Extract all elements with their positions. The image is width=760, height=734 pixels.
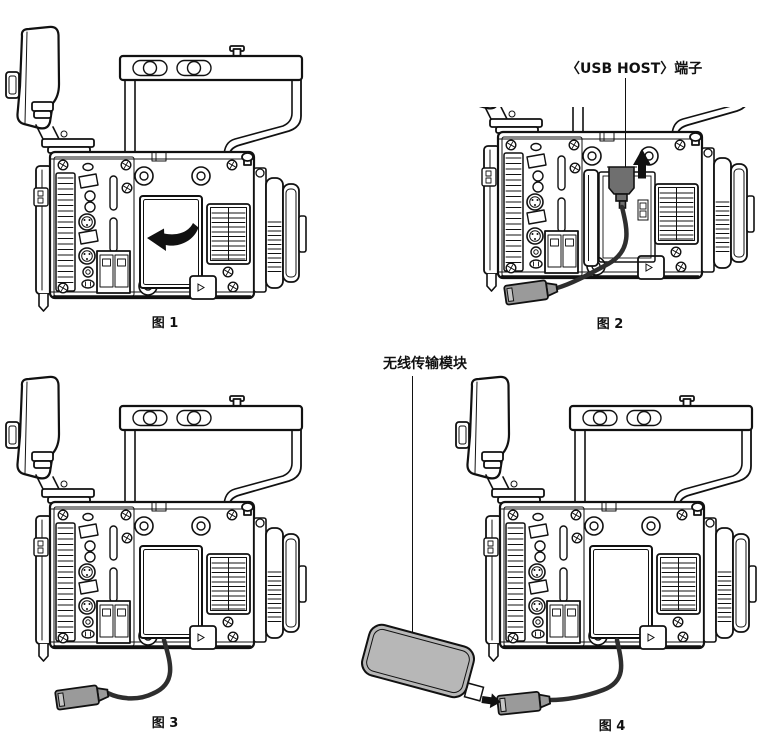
usb-cable — [554, 204, 629, 291]
usb-cable — [547, 637, 624, 703]
wireless-module-label: 无线传输模块 — [383, 356, 467, 372]
figure-4-caption: 图 4 — [598, 719, 626, 734]
figure-1-illustration — [6, 27, 306, 311]
figure-2-illustration — [438, 0, 760, 306]
terminal-cover-closed — [139, 545, 203, 639]
open-cover-arrow-icon — [147, 223, 199, 251]
cable-flap — [637, 255, 665, 280]
usb-cable — [105, 637, 173, 701]
usb-female-connector — [503, 277, 560, 306]
figure-4-illustration — [361, 376, 756, 716]
connect-direction-arrow-icon — [481, 693, 501, 709]
usb-female-connector — [496, 689, 552, 716]
wireless-module — [361, 623, 475, 699]
terminal-cover-closed — [589, 545, 653, 639]
usb-host-terminal-label: 〈USB HOST〉端子 — [566, 61, 703, 77]
cable-flap — [639, 625, 667, 650]
insert-direction-arrow-icon — [633, 149, 651, 179]
usb-female-connector — [54, 682, 111, 711]
cable-flap — [189, 275, 217, 300]
cable-flap — [189, 625, 217, 650]
figure-2-caption: 图 2 — [596, 317, 624, 332]
figure-3-illustration — [6, 377, 306, 711]
crop-mask — [438, 0, 760, 107]
figure-1-caption: 图 1 — [151, 316, 179, 331]
usb-plug — [608, 166, 635, 209]
figure-3-caption: 图 3 — [151, 716, 179, 731]
